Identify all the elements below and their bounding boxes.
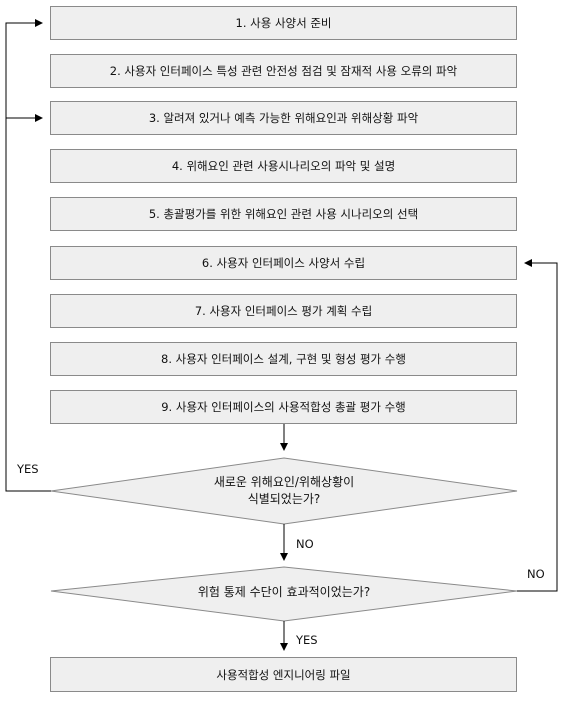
no-label-right: NO (527, 567, 545, 581)
decision1-text: 새로운 위해요인/위해상황이 식별되었는가? (150, 474, 418, 508)
decision2-text: 위험 통제 수단이 효과적이었는가? (197, 585, 371, 599)
step-4-box: 4. 위해요인 관련 사용시나리오의 파악 및 설명 (50, 149, 517, 183)
step-1-box: 1. 사용 사양서 준비 (50, 6, 517, 40)
decision1-line1: 새로운 위해요인/위해상황이 (213, 475, 355, 489)
yes-loop-to-step1 (5, 19, 51, 492)
step-2-box: 2. 사용자 인터페이스 특성 관련 안전성 점검 및 잠재적 사용 오류의 파… (50, 54, 517, 88)
step-6-box: 6. 사용자 인터페이스 사양서 수립 (50, 246, 517, 280)
yes-label-bottom: YES (296, 633, 318, 647)
step-5-box: 5. 총괄평가를 위한 위해요인 관련 사용 시나리오의 선택 (50, 197, 517, 231)
step-3-box: 3. 알려져 있거나 예측 가능한 위해요인과 위해상황 파악 (50, 101, 517, 135)
final-step-box: 사용적합성 엔지니어링 파일 (50, 657, 517, 692)
no-loop-to-step6 (517, 259, 558, 592)
decision1-line2: 식별되었는가? (247, 492, 321, 506)
step-9-box: 9. 사용자 인터페이스의 사용적합성 총괄 평가 수행 (50, 390, 517, 424)
no-label-middle: NO (296, 537, 314, 551)
step-7-box: 7. 사용자 인터페이스 평가 계획 수립 (50, 294, 517, 328)
yes-label-left: YES (17, 462, 39, 476)
step-8-box: 8. 사용자 인터페이스 설계, 구현 및 형성 평가 수행 (50, 342, 517, 376)
